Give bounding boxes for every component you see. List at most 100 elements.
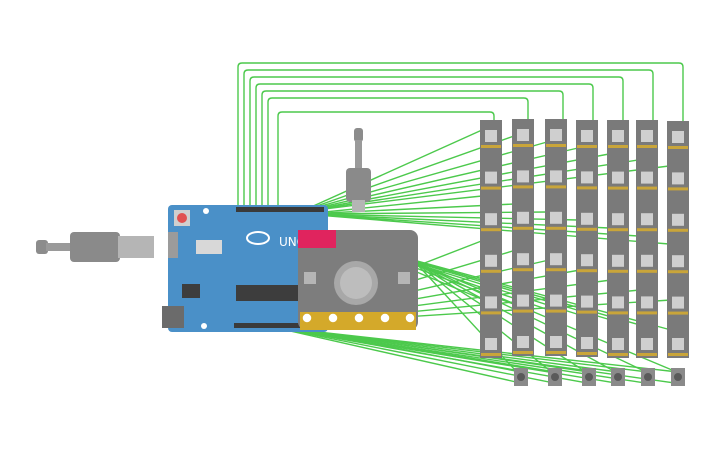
led-strip[interactable] (545, 119, 567, 356)
led-solder-pad (637, 186, 657, 190)
led-pixel (672, 172, 684, 185)
wire[interactable] (267, 325, 594, 385)
edge-pin-4[interactable] (404, 312, 416, 324)
led-strip[interactable] (636, 120, 658, 358)
led-pixel (581, 295, 593, 308)
wire[interactable] (255, 83, 594, 208)
led-solder-pad (637, 311, 657, 315)
led-solder-pad (546, 226, 566, 230)
push-button[interactable] (611, 368, 625, 386)
usb-cable-microbit[interactable] (346, 128, 371, 212)
push-button[interactable] (582, 368, 596, 386)
usb-port (168, 232, 178, 258)
led-solder-pad (637, 228, 657, 232)
led-strip-group[interactable] (480, 119, 689, 358)
led-pixel (550, 336, 562, 348)
wire[interactable] (267, 97, 529, 208)
led-solder-pad (513, 185, 533, 189)
led-solder-pad (668, 146, 688, 149)
led-solder-pad (546, 185, 566, 189)
wire[interactable] (304, 203, 515, 215)
push-button[interactable] (671, 368, 685, 386)
wire[interactable] (249, 76, 624, 208)
analog-power-header[interactable] (234, 323, 310, 328)
led-pixel (581, 254, 593, 267)
led-solder-pad (608, 228, 628, 232)
wire[interactable] (304, 211, 548, 215)
led-pixel (612, 254, 624, 267)
wire[interactable] (267, 325, 526, 385)
led-solder-pad (546, 351, 566, 354)
button-cap (644, 373, 652, 381)
digital-header[interactable] (236, 207, 324, 212)
battery-cell (340, 267, 372, 299)
led-solder-pad (513, 144, 533, 147)
strip-body (480, 120, 502, 358)
button-a[interactable] (304, 272, 316, 284)
push-button[interactable] (514, 368, 528, 386)
push-button[interactable] (548, 368, 562, 386)
led-solder-pad (637, 269, 657, 273)
edge-pin-0[interactable] (301, 312, 313, 324)
led-pixel (581, 337, 593, 349)
led-solder-pad (481, 228, 501, 232)
led-pixel (550, 170, 562, 183)
led-solder-pad (608, 311, 628, 315)
wire[interactable] (277, 111, 495, 208)
push-button[interactable] (641, 368, 655, 386)
led-pixel (612, 213, 624, 226)
button-cap (614, 373, 622, 381)
wire[interactable] (267, 325, 623, 385)
usb-cable-wire (355, 140, 362, 172)
led-solder-pad (577, 310, 597, 314)
button-b[interactable] (398, 272, 410, 284)
usb-plug-metal (352, 200, 365, 212)
edge-pin-2[interactable] (353, 312, 365, 324)
led-strip[interactable] (576, 120, 598, 357)
usb-plug-body (70, 232, 120, 262)
wire[interactable] (261, 90, 564, 208)
led-solder-pad (546, 268, 566, 272)
top-wire-bundle[interactable] (237, 62, 684, 208)
wire[interactable] (414, 261, 673, 371)
led-solder-pad (637, 145, 657, 148)
wire[interactable] (237, 62, 684, 208)
usb-cable-tip (354, 128, 363, 142)
microbit-board[interactable] (298, 230, 418, 330)
edge-pin-1[interactable] (327, 312, 339, 324)
led-pixel (641, 130, 653, 142)
led-solder-pad (668, 353, 688, 356)
edge-pin-3[interactable] (379, 312, 391, 324)
led-solder-pad (577, 227, 597, 231)
usb-cable-wire (46, 243, 74, 251)
led-solder-pad (513, 309, 533, 313)
led-solder-pad (577, 269, 597, 273)
led-strip[interactable] (607, 120, 629, 358)
led-solder-pad (513, 226, 533, 230)
led-strip[interactable] (480, 120, 502, 358)
led-solder-pad (608, 145, 628, 148)
led-solder-pad (668, 270, 688, 274)
wire[interactable] (299, 147, 579, 213)
led-pixel (485, 213, 497, 226)
button-cap (551, 373, 559, 381)
usb-cable-tip (36, 240, 48, 254)
led-solder-pad (481, 311, 501, 315)
reset-button-cap (177, 213, 187, 223)
led-pixel (612, 296, 624, 309)
wire[interactable] (267, 325, 560, 385)
wire[interactable] (299, 129, 483, 213)
usb-cable-arduino[interactable] (36, 232, 154, 262)
wire[interactable] (299, 135, 515, 213)
led-pixel (581, 212, 593, 225)
wire[interactable] (304, 195, 483, 215)
wire[interactable] (299, 141, 548, 213)
led-strip[interactable] (667, 121, 689, 358)
led-pixel (550, 294, 562, 307)
led-solder-pad (577, 352, 597, 355)
led-strip[interactable] (512, 119, 534, 356)
push-button-group[interactable] (514, 368, 685, 386)
wire[interactable] (243, 69, 654, 208)
usb-plug-body (346, 168, 371, 202)
